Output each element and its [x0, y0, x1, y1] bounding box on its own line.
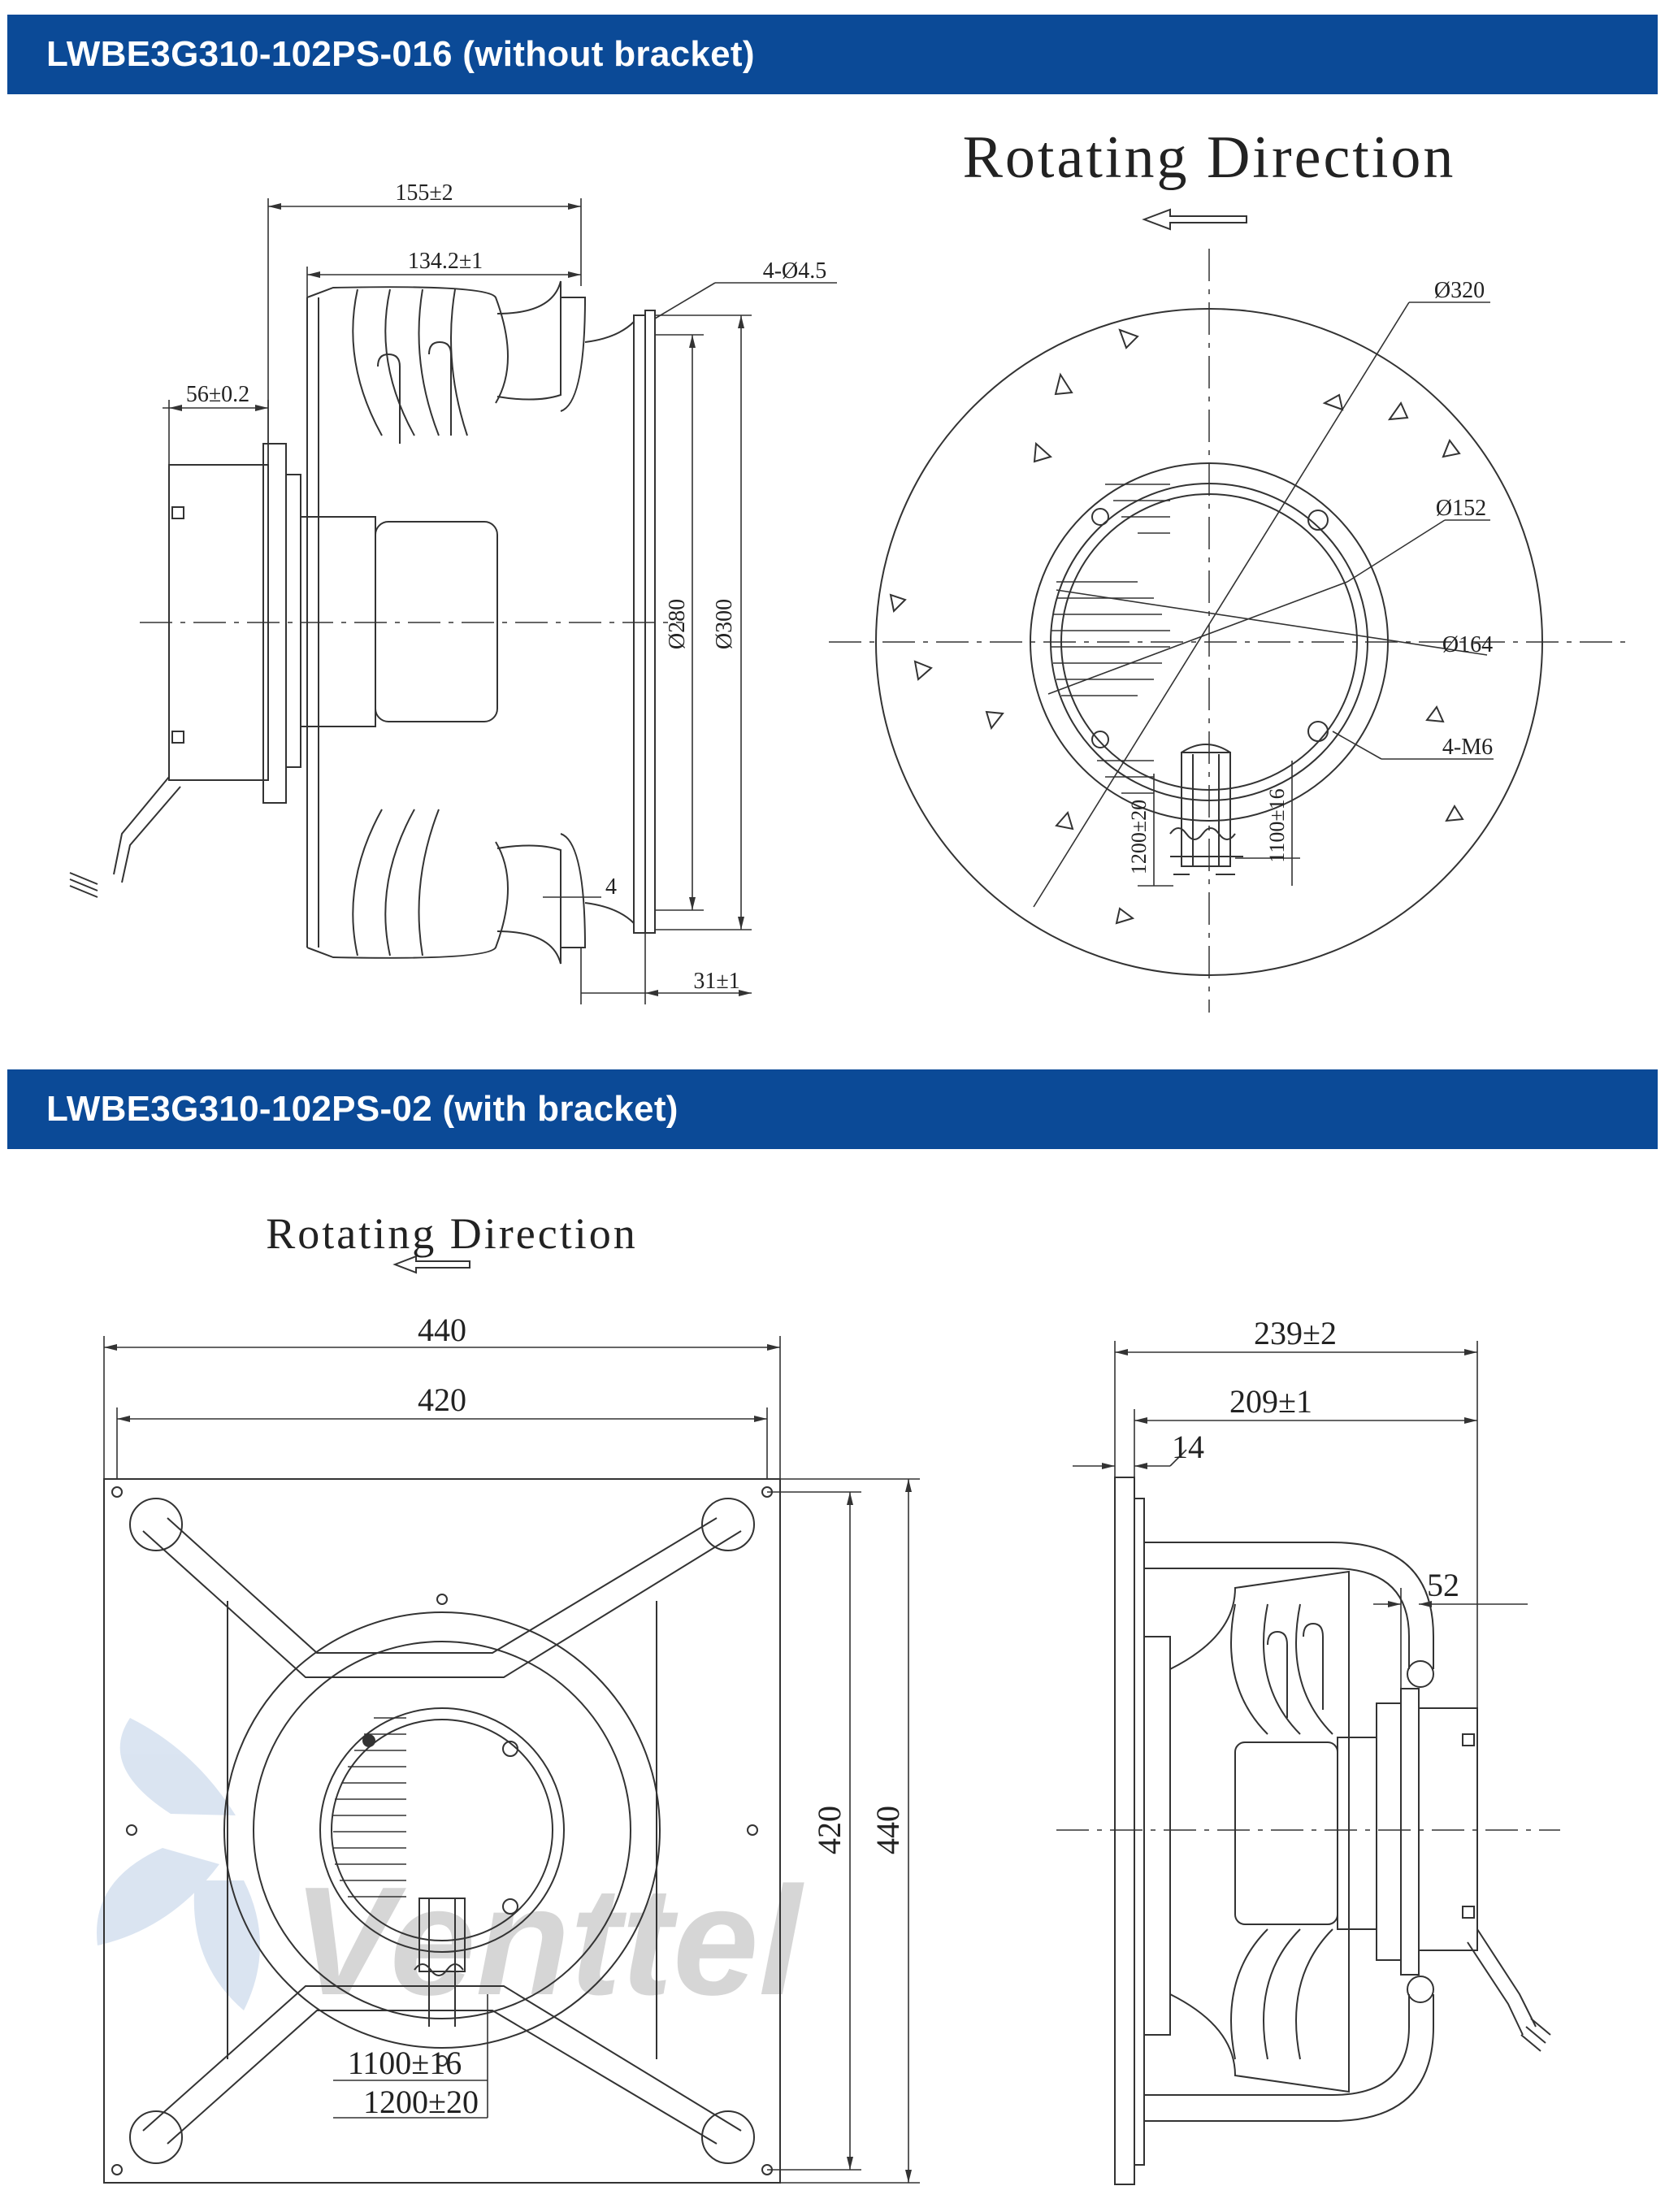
- dim-14: 14: [1172, 1429, 1204, 1465]
- front-leader-lines: [1033, 301, 1494, 908]
- dim-dia-152: Ø152: [1436, 496, 1486, 521]
- front-dimension-arrows: [104, 1344, 912, 2183]
- dim-dia-300: Ø300: [712, 599, 737, 649]
- dim-cable-1100-b: 1100±16: [348, 2045, 462, 2081]
- dim-4-m6: 4-M6: [1442, 735, 1493, 760]
- dim-dia-164: Ø164: [1442, 632, 1493, 657]
- dim-420-width: 420: [418, 1381, 466, 1418]
- section-header-1: LWBE3G310-102PS-016 (without bracket): [7, 15, 1658, 94]
- dim-134-2: 134.2±1: [408, 249, 483, 274]
- front-dimension-lines: [103, 1336, 920, 2184]
- dim-209: 209±1: [1229, 1383, 1312, 1420]
- dim-holes: 4-Ø4.5: [763, 258, 827, 284]
- watermark-text: Venttel: [293, 1855, 805, 2028]
- watermark-logo: Venttel: [97, 1718, 805, 2028]
- dim-440-width: 440: [418, 1312, 466, 1348]
- section-header-2: LWBE3G310-102PS-02 (with bracket): [7, 1069, 1658, 1149]
- rotating-direction-arrow-2: [392, 1255, 470, 1274]
- dim-56: 56±0.2: [186, 382, 249, 407]
- dim-52: 52: [1427, 1567, 1459, 1603]
- dim-239: 239±2: [1254, 1315, 1337, 1351]
- rotating-direction-arrow-1: [1142, 208, 1247, 231]
- dim-4: 4: [605, 874, 617, 900]
- dim-dia-280: Ø280: [665, 599, 690, 649]
- rotating-direction-label-2: Rotating Direction: [266, 1209, 637, 1258]
- front-view-plate: [103, 1478, 781, 2184]
- dim-dia-320: Ø320: [1434, 278, 1485, 303]
- dim-cable-1200: 1200±20: [1127, 800, 1151, 874]
- side2-dimension-arrows: [1102, 1349, 1477, 1607]
- side2-dimension-lines: [1073, 1341, 1528, 1708]
- section-title-2: LWBE3G310-102PS-02 (with bracket): [46, 1089, 679, 1129]
- dim-155: 155±2: [395, 180, 453, 206]
- side-view-motor: [69, 443, 498, 898]
- dim-440-height: 440: [869, 1806, 906, 1854]
- dim-cable-1200-b: 1200±20: [363, 2084, 479, 2120]
- side-view-bracket: [1114, 1477, 1551, 2185]
- side-dimension-lines: [163, 198, 837, 1004]
- dim-31: 31±1: [693, 969, 739, 994]
- drawing-without-bracket: 155±2 134.2±1 56±0.2 4-Ø4.5 Ø280 Ø300 4 …: [69, 124, 1625, 1013]
- dim-420-height: 420: [811, 1806, 848, 1854]
- section-title-1: LWBE3G310-102PS-016 (without bracket): [46, 34, 755, 74]
- drawing-with-bracket: Venttel: [97, 1209, 1560, 2185]
- rotating-direction-label-1: Rotating Direction: [963, 124, 1456, 191]
- side-dimension-arrows: [169, 203, 752, 996]
- dim-cable-1100: 1100±16: [1265, 788, 1289, 862]
- side-view-impeller: [306, 280, 656, 965]
